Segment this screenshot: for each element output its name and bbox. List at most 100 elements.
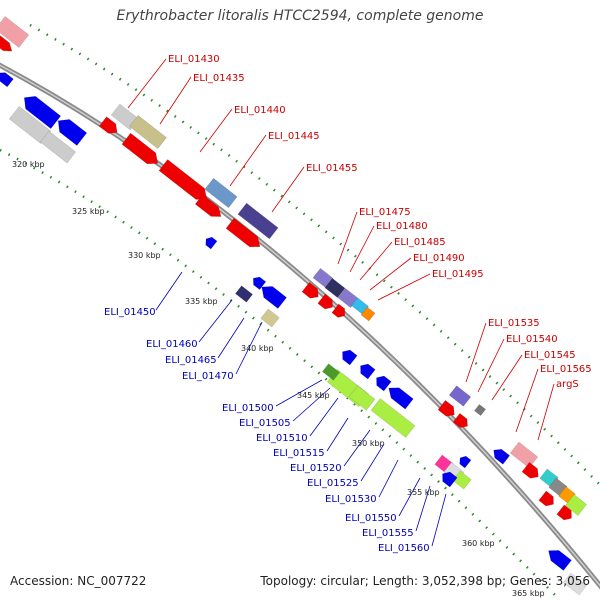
gene-label-ELI_01530[interactable]: ELI_01530 <box>325 494 377 505</box>
gene-label-ELI_01565[interactable]: ELI_01565 <box>540 364 592 375</box>
gene-arrow[interactable] <box>203 235 218 250</box>
gene-arrow[interactable] <box>370 398 416 438</box>
gene-label-ELI_01430[interactable]: ELI_01430 <box>168 54 220 65</box>
gene-arrow[interactable] <box>545 545 572 571</box>
gene-label-ELI_01515[interactable]: ELI_01515 <box>273 448 325 459</box>
gene-arrow[interactable] <box>121 132 162 169</box>
gene-label-ELI_01460[interactable]: ELI_01460 <box>146 339 198 350</box>
tick-label: 345 kbp <box>297 391 330 400</box>
gene-label-ELI_01435[interactable]: ELI_01435 <box>193 73 245 84</box>
leader-line <box>377 273 431 301</box>
gene-arrow[interactable] <box>385 383 414 410</box>
gene-arrow[interactable] <box>237 202 279 240</box>
gene-features <box>0 16 588 596</box>
gene-label-ELI_01450[interactable]: ELI_01450 <box>104 307 156 318</box>
leader-line <box>337 211 358 265</box>
gene-arrow[interactable] <box>234 285 254 303</box>
gene-label-ELI_01555[interactable]: ELI_01555 <box>362 528 414 539</box>
gene-label-ELI_01520[interactable]: ELI_01520 <box>290 463 342 474</box>
gene-arrow[interactable] <box>257 281 287 309</box>
gene-label-ELI_01505[interactable]: ELI_01505 <box>239 418 291 429</box>
gene-label-ELI_01525[interactable]: ELI_01525 <box>307 478 359 489</box>
gene-arrow[interactable] <box>490 446 511 465</box>
gene-arrow[interactable] <box>260 308 280 328</box>
gene-arrow[interactable] <box>39 130 77 164</box>
leader-line <box>235 321 263 375</box>
gene-label-ELI_01490[interactable]: ELI_01490 <box>413 253 465 264</box>
gene-arrow[interactable] <box>321 363 341 381</box>
leader-line <box>229 134 267 187</box>
gene-arrow[interactable] <box>53 114 88 146</box>
gene-label-ELI_01445[interactable]: ELI_01445 <box>268 131 320 142</box>
inner-tick-row <box>0 148 561 600</box>
gene-label-ELI_01440[interactable]: ELI_01440 <box>234 105 286 116</box>
leader-line <box>477 338 505 393</box>
gene-label-ELI_01495[interactable]: ELI_01495 <box>432 269 484 280</box>
gene-label-ELI_01485[interactable]: ELI_01485 <box>394 237 446 248</box>
gene-arrow[interactable] <box>337 287 359 309</box>
tick-label: 325 kbp <box>72 207 105 216</box>
gene-arrow[interactable] <box>448 385 472 407</box>
gene-arrow[interactable] <box>194 194 224 222</box>
leader-line <box>415 485 431 532</box>
gene-arrow[interactable] <box>301 281 322 301</box>
accession-label: Accession: NC_007722 <box>10 574 147 588</box>
gene-arrow[interactable] <box>8 105 52 145</box>
gene-arrow[interactable] <box>538 490 557 509</box>
gene-label-ELI_01465[interactable]: ELI_01465 <box>165 355 217 366</box>
gene-arrow[interactable] <box>204 177 238 209</box>
leader-line <box>369 257 412 291</box>
gene-arrow[interactable] <box>473 403 487 417</box>
gene-label-ELI_01475[interactable]: ELI_01475 <box>359 207 411 218</box>
gene-arrow[interactable] <box>348 385 376 411</box>
gene-label-ELI_01470[interactable]: ELI_01470 <box>182 371 234 382</box>
gene-arrow[interactable] <box>439 469 458 488</box>
gene-label-ELI_01535[interactable]: ELI_01535 <box>488 318 540 329</box>
gene-label-ELI_01560[interactable]: ELI_01560 <box>378 543 430 554</box>
leader-line <box>155 271 183 311</box>
leader-line <box>343 429 371 467</box>
gene-arrow[interactable] <box>563 572 587 596</box>
gene-arrow[interactable] <box>0 34 15 55</box>
gene-label-ELI_01540[interactable]: ELI_01540 <box>506 334 558 345</box>
gene-label-ELI_01550[interactable]: ELI_01550 <box>345 513 397 524</box>
gene-arrow[interactable] <box>457 454 472 469</box>
leader-line <box>491 354 523 401</box>
gene-label-ELI_01545[interactable]: ELI_01545 <box>524 350 576 361</box>
gene-arrow[interactable] <box>564 494 588 516</box>
gene-arrow[interactable] <box>357 361 376 380</box>
label-leader-lines <box>127 58 555 547</box>
leader-line <box>349 225 375 273</box>
gene-label-ELI_01455[interactable]: ELI_01455 <box>306 163 358 174</box>
gene-label-ELI_01510[interactable]: ELI_01510 <box>256 433 308 444</box>
gene-arrow[interactable] <box>0 69 14 88</box>
gene-arrow[interactable] <box>331 303 348 320</box>
gene-arrow[interactable] <box>452 412 471 430</box>
gene-arrow[interactable] <box>19 91 62 130</box>
gene-arrow[interactable] <box>373 373 392 392</box>
leader-line <box>199 108 233 153</box>
gene-arrow[interactable] <box>317 293 336 312</box>
gene-arrow[interactable] <box>339 347 358 366</box>
tick-label: 335 kbp <box>185 297 218 306</box>
gene-arrow[interactable] <box>437 399 458 419</box>
gene-arrow[interactable] <box>360 306 376 322</box>
gene-arrow[interactable] <box>98 116 121 138</box>
gene-arrow[interactable] <box>556 504 575 523</box>
leader-line <box>326 417 349 452</box>
leader-line <box>537 383 555 441</box>
gene-arrow[interactable] <box>225 217 264 252</box>
tick-label: 340 kbp <box>241 344 274 353</box>
gene-arrow[interactable] <box>509 441 539 469</box>
gene-arrow[interactable] <box>129 114 167 150</box>
gene-label-argS[interactable]: argS <box>556 379 579 390</box>
gene-arrow[interactable] <box>0 16 30 48</box>
gene-arrow[interactable] <box>521 461 542 481</box>
gene-arrow[interactable] <box>250 274 267 291</box>
gene-label-ELI_01500[interactable]: ELI_01500 <box>222 403 274 414</box>
gene-label-ELI_01480[interactable]: ELI_01480 <box>376 221 428 232</box>
leader-line <box>217 317 245 359</box>
leader-line <box>309 397 339 437</box>
gene-arrow[interactable] <box>324 277 346 299</box>
